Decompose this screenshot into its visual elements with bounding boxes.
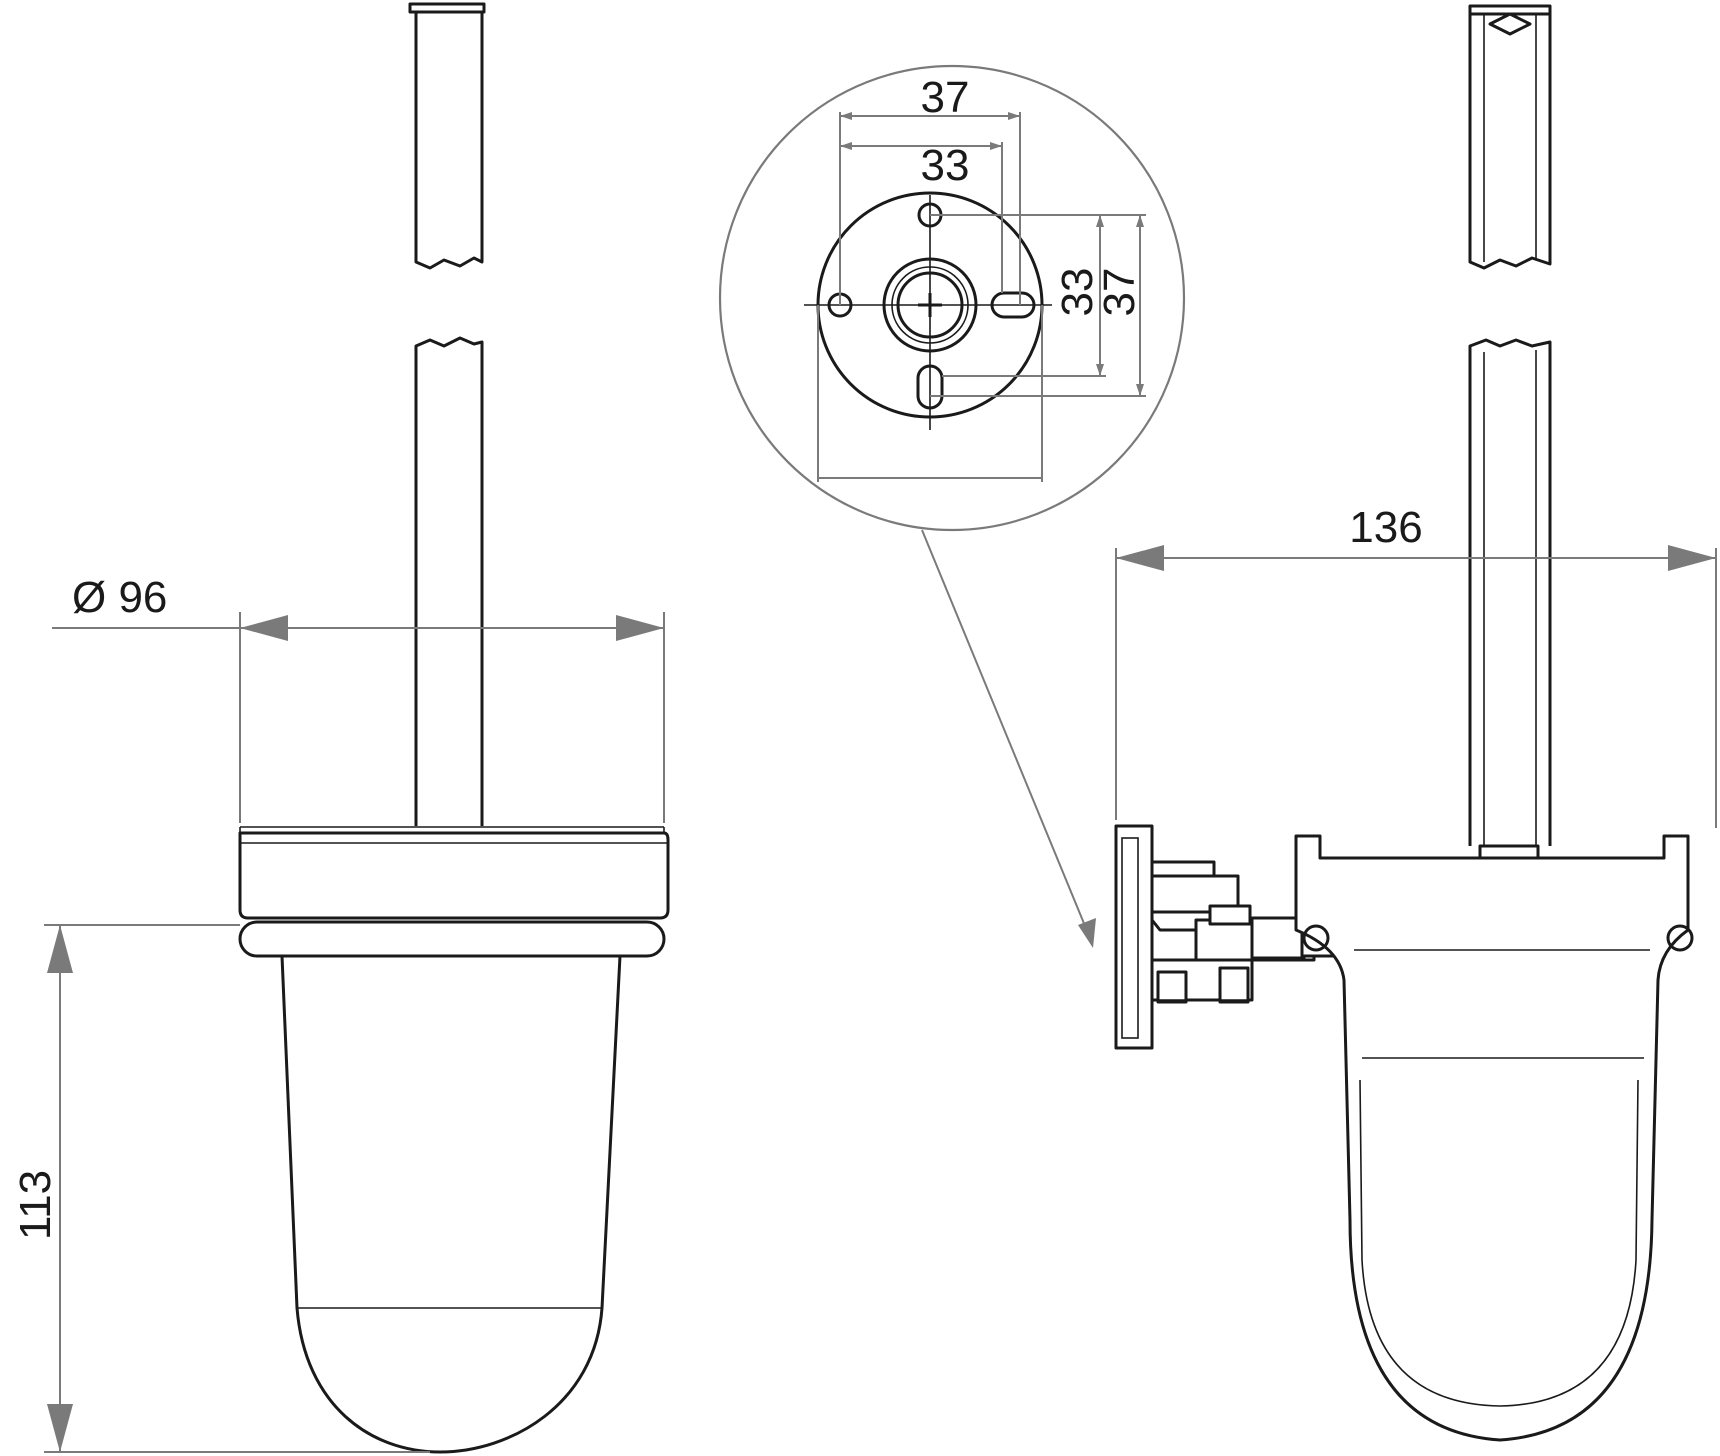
- diameter-label: Ø 96: [72, 573, 167, 622]
- detail-leader-line: [921, 529, 1091, 939]
- side-holder-cup: [1294, 834, 1694, 1442]
- holder-ring: [238, 920, 666, 958]
- brush-handle-lower: [414, 336, 484, 826]
- detail-vertical-dims: 33 37: [930, 214, 1146, 397]
- detail-outline: [718, 64, 1186, 532]
- slot-hole-bottom: [916, 364, 944, 410]
- side-handle-lower: [1468, 338, 1552, 846]
- diameter-dimension: Ø 96: [52, 573, 665, 823]
- detail-inner-height-label: 33: [1053, 268, 1102, 317]
- detail-inner-width-label: 33: [921, 141, 970, 190]
- width-dimension: 136: [1115, 503, 1717, 828]
- height-dimension: 113: [11, 924, 430, 1453]
- width-label: 136: [1349, 503, 1422, 552]
- detail-outer-height-label: 37: [1095, 268, 1144, 317]
- detail-leader-arrow: [1078, 918, 1096, 948]
- slot-hole-right: [990, 291, 1036, 319]
- height-label: 113: [11, 1170, 60, 1240]
- front-view: Ø 96 113: [11, 2, 670, 1454]
- side-view: 136: [1114, 4, 1717, 1442]
- glass-bowl: [280, 954, 622, 1454]
- wall-plate-detail: 37 33 33 37: [718, 64, 1186, 948]
- side-handle-upper: [1468, 4, 1552, 270]
- holder-lid: [238, 826, 670, 920]
- brush-handle-upper: [408, 2, 486, 270]
- detail-horizontal-dims: 37 33: [817, 73, 1043, 482]
- detail-outer-width-label: 37: [921, 73, 970, 122]
